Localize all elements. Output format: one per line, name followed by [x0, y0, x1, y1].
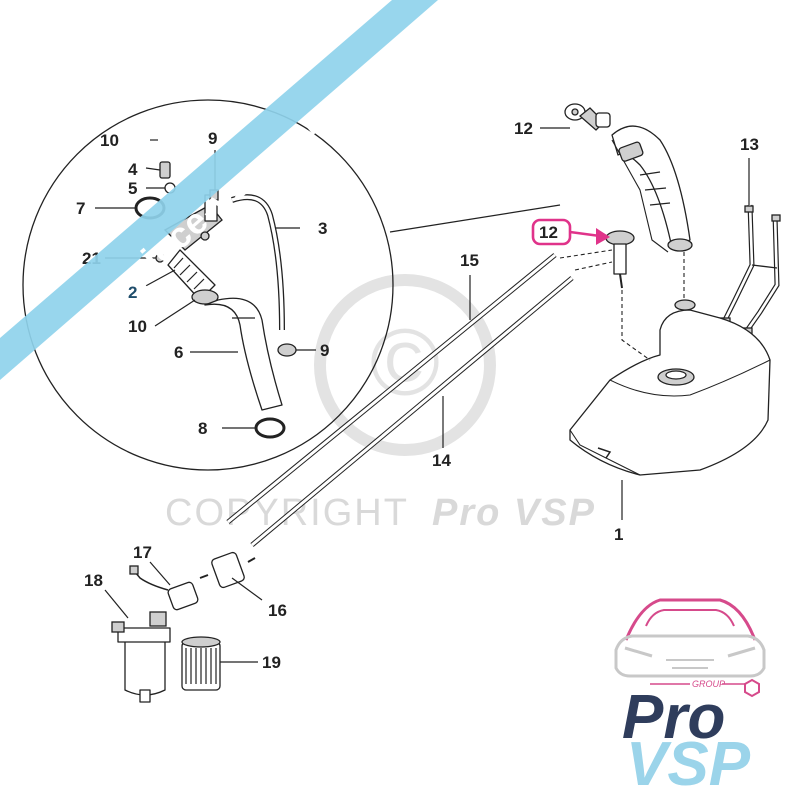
watermark-brand-text: Pro VSP [432, 492, 596, 534]
part-label-17: 16 [268, 601, 287, 620]
car-front-icon [614, 598, 766, 678]
copyright-watermark: © COPYRIGHT Pro VSP [165, 274, 596, 534]
part-label-6: 6 [174, 343, 183, 362]
provsp-logo: GROUP Pro VSP [614, 598, 766, 799]
part-label-9-top: 9 [208, 129, 217, 148]
part-label-15: 14 [432, 451, 451, 470]
part-label-11: 10 [100, 131, 119, 150]
part-label-2: 2 [128, 283, 137, 302]
part-label-4: 4 [128, 160, 138, 179]
part-label-8: 8 [198, 419, 207, 438]
part-label-20: 19 [262, 653, 281, 672]
part-label-19: 18 [84, 571, 103, 590]
part-label-10: 10 [128, 317, 147, 336]
part-label-7: 7 [76, 199, 85, 218]
logo-group-text: GROUP [692, 679, 725, 689]
part-label-1: 1 [614, 525, 623, 544]
part-label-12: 12 [514, 119, 533, 138]
part-label-14: 13 [740, 135, 759, 154]
logo-vsp-text: VSP [626, 730, 751, 799]
logo-pro-text: Pro [622, 683, 725, 752]
part-label-5: 5 [128, 179, 137, 198]
part-label-13: 12 [539, 223, 558, 242]
watermark-copyright-text: COPYRIGHT [165, 492, 409, 534]
part-label-18: 17 [133, 543, 152, 562]
detail-parts [134, 135, 297, 439]
detail-callout [22, 99, 561, 471]
part-label-16: 15 [460, 251, 479, 270]
highlight-part-13 [531, 218, 610, 246]
part-label-9-bottom: 9 [320, 341, 329, 360]
part-label-3: 3 [318, 219, 327, 238]
main-parts [104, 103, 781, 703]
